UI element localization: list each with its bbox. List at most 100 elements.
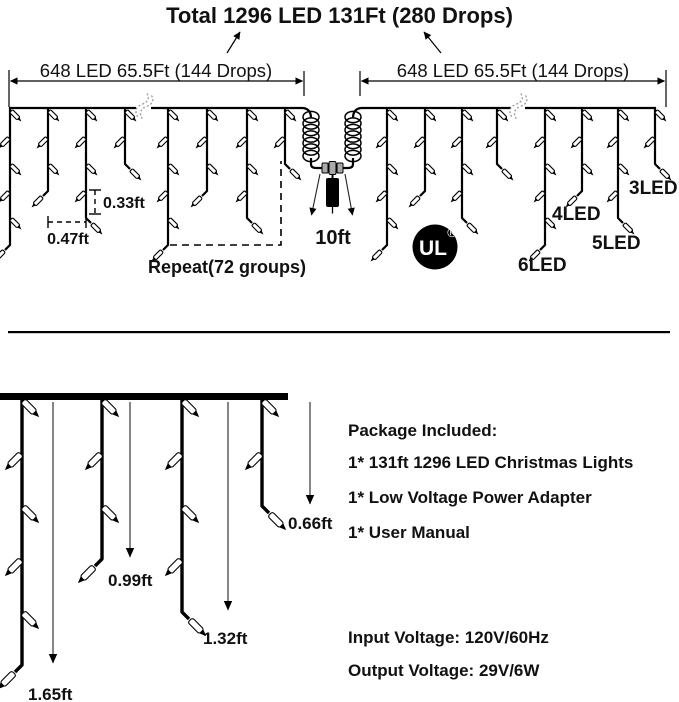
drop-spacing-label: 0.47ft (47, 231, 89, 248)
led-bulb-icon (206, 163, 219, 176)
led-bulb-icon (9, 217, 22, 230)
led-bulb-icon (617, 109, 630, 122)
led-bulb-icon (188, 618, 207, 637)
title-arrows (226, 31, 442, 54)
led-bulb-icon (113, 136, 126, 149)
registered-symbol: ® (447, 225, 457, 240)
led-bulb-icon (570, 136, 583, 149)
led-bulb-icon (581, 109, 594, 122)
right-section-bracket (359, 70, 667, 107)
lead-wire-coils (302, 106, 362, 170)
led-bulb-icon (461, 163, 474, 176)
led-bulb-icon (606, 136, 619, 149)
led-bulb-icon (0, 671, 16, 690)
led-bulb-icon (273, 136, 286, 149)
icicle-drop (113, 107, 142, 181)
led-bulb-icon (617, 163, 630, 176)
led-bulb-icon (101, 505, 120, 524)
led-bulb-icon (246, 109, 259, 122)
icicle-drop (450, 107, 479, 235)
led-bulb-icon (413, 136, 426, 149)
led-bulb-icon (190, 195, 203, 208)
led-bulb-icon (424, 163, 437, 176)
led-bulb-icon (156, 136, 169, 149)
close-up-drop (0, 396, 40, 690)
led-bulb-icon (235, 136, 248, 149)
led-bulb-icon (167, 109, 180, 122)
led-bulb-icon (74, 136, 87, 149)
led-bulb-icon (643, 136, 656, 149)
led-bulb-icon (206, 109, 219, 122)
led-bulb-icon (129, 168, 142, 181)
drop-length-label: 1.65ft (28, 685, 73, 702)
drop-type-4led-label: 4LED (552, 204, 601, 225)
led-bulb-icon (4, 452, 23, 471)
led-bulb-icon (244, 452, 263, 471)
close-up-drop (164, 396, 207, 637)
led-bulb-icon (85, 109, 98, 122)
led-bulb-icon (284, 109, 297, 122)
led-bulb-icon (195, 136, 208, 149)
led-bulb-icon (84, 452, 103, 471)
led-bulb-icon (461, 109, 474, 122)
icicle-drop (235, 107, 264, 235)
input-voltage: Input Voltage: 120V/60Hz (348, 628, 549, 647)
ul-mark-text: UL (419, 237, 447, 260)
close-up-drop (77, 396, 120, 584)
package-item-lights: 1* 131ft 1296 LED Christmas Lights (348, 453, 634, 472)
led-bulb-icon (544, 163, 557, 176)
led-bulb-icon (375, 136, 388, 149)
drop-spacing-measure (47, 216, 87, 228)
led-bulb-icon (370, 249, 383, 262)
led-bulb-icon (408, 195, 421, 208)
drop-length-label: 1.32ft (203, 629, 248, 648)
led-bulb-icon (533, 190, 546, 203)
drop-length-label: 0.99ft (108, 571, 153, 590)
repeat-group-box (170, 161, 282, 246)
led-bulb-icon (424, 109, 437, 122)
led-bulb-icon (246, 163, 259, 176)
led-bulb-icon (659, 168, 672, 181)
icicle-drop (190, 107, 219, 208)
led-bulb-icon (606, 190, 619, 203)
led-bulb-icon (36, 136, 49, 149)
icicle-drop (528, 107, 557, 262)
led-spacing-measure (89, 189, 101, 215)
led-bulb-icon (375, 190, 388, 203)
left-section-bracket (8, 70, 305, 107)
led-bulb-icon (164, 452, 183, 471)
connector-and-adapter (321, 161, 344, 214)
led-bulb-icon (386, 109, 399, 122)
ul-certification-logo: UL ® (412, 224, 458, 270)
led-bulb-icon (77, 565, 96, 584)
icicle-drop (485, 107, 514, 181)
led-bulb-icon (124, 109, 137, 122)
led-bulb-icon (528, 249, 541, 262)
lead-length-label: 10ft (315, 227, 351, 249)
led-bulb-icon (47, 109, 60, 122)
icicle-drop (273, 107, 302, 181)
led-bulb-icon (31, 195, 44, 208)
led-bulb-icon (533, 136, 546, 149)
led-bulb-icon (0, 190, 11, 203)
led-bulb-icon (9, 109, 22, 122)
led-bulb-icon (167, 163, 180, 176)
icicle-drop (643, 107, 672, 181)
package-heading: Package Included: (348, 421, 498, 440)
led-bulb-icon (151, 249, 164, 262)
led-bulb-icon (268, 512, 287, 531)
led-bulb-icon (501, 168, 514, 181)
drop-type-3led-label: 3LED (629, 178, 678, 199)
led-bulb-icon (21, 399, 40, 418)
led-bulb-icon (9, 163, 22, 176)
led-bulb-icon (565, 195, 578, 208)
led-bulb-icon (450, 136, 463, 149)
led-bulb-icon (47, 163, 60, 176)
icicle-drop (74, 107, 103, 235)
led-bulb-icon (544, 109, 557, 122)
led-bulb-icon (466, 222, 479, 235)
led-bulb-icon (386, 217, 399, 230)
led-bulb-icon (654, 109, 667, 122)
